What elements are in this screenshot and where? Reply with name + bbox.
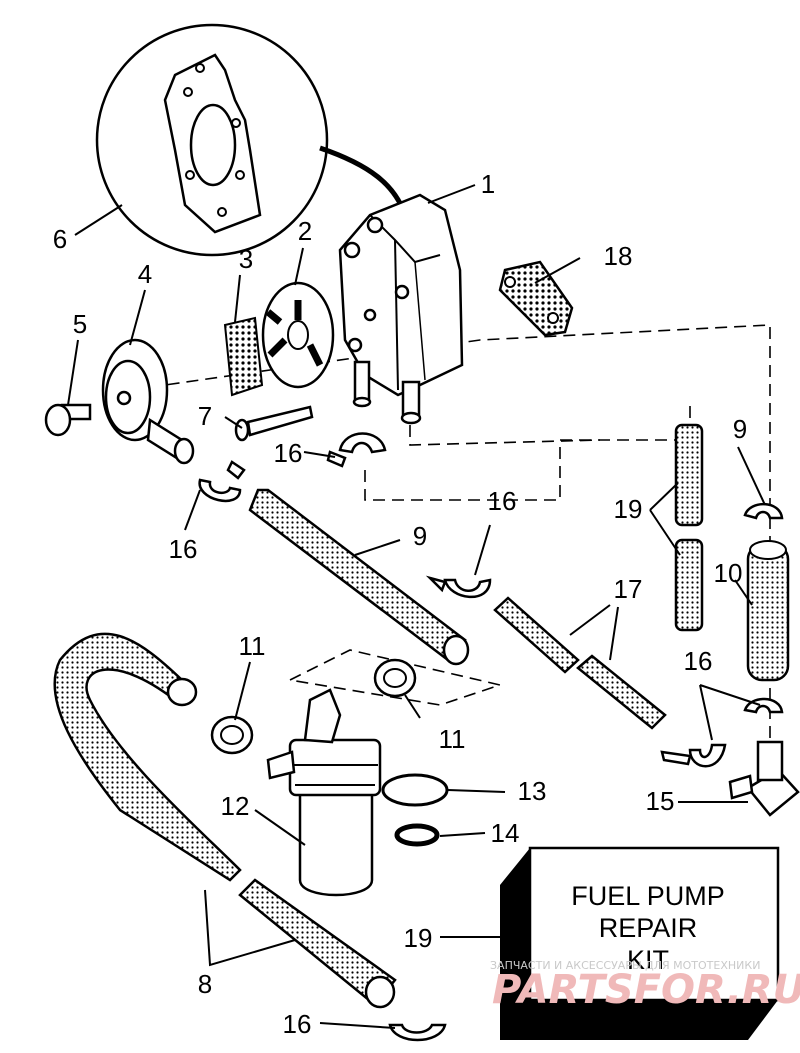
assembly-lines <box>129 324 771 750</box>
callout-16-bottom: 16 <box>283 1009 312 1039</box>
pump-filter-screen <box>223 316 264 397</box>
callout-19-hose: 19 <box>614 494 643 524</box>
kit-label-line2: REPAIR <box>599 913 698 943</box>
callout-11-left: 11 <box>239 631 266 661</box>
fuel-pump-repair-kit-box: FUEL PUMP REPAIR KIT <box>500 846 780 1040</box>
callout-11-right: 11 <box>439 724 466 754</box>
callout-14: 14 <box>491 818 520 848</box>
pump-cover <box>101 338 195 465</box>
callout-5: 5 <box>73 309 87 339</box>
fuel-elbow-fitting <box>728 740 800 817</box>
hose-clamps <box>198 432 784 1042</box>
watermark-tagline: ЗАПЧАСТИ И АКСЕССУАРЫ ДЛЯ МОТОТЕХНИКИ <box>490 959 760 972</box>
callout-7: 7 <box>198 401 212 431</box>
callout-16-right: 16 <box>684 646 713 676</box>
callout-3: 3 <box>239 244 253 274</box>
fuel-pump-body <box>338 193 464 425</box>
callout-8: 8 <box>198 969 212 999</box>
cover-screw <box>44 403 92 437</box>
fuel-hoses <box>53 423 790 1009</box>
callout-18: 18 <box>604 241 633 271</box>
callout-10: 10 <box>714 558 743 588</box>
watermark: ЗАПЧАСТИ И АКСЕССУАРЫ ДЛЯ МОТОТЕХНИКИ PA… <box>490 959 800 1013</box>
callout-19-kit: 19 <box>404 923 433 953</box>
leader-lines <box>67 184 766 1029</box>
callout-13: 13 <box>518 776 547 806</box>
gasket-detail-magnifier <box>95 23 408 257</box>
kit-label-line3: KIT <box>627 945 669 975</box>
callout-12: 12 <box>221 791 250 821</box>
callout-9-right: 9 <box>733 414 747 444</box>
callout-6: 6 <box>53 224 67 254</box>
callout-numbers: 1 2 3 4 5 6 7 8 9 9 10 11 11 12 13 14 15… <box>53 169 747 1039</box>
callout-9-long-hose: 9 <box>413 521 427 551</box>
callout-16-pump: 16 <box>274 438 303 468</box>
kit-label-line1: FUEL PUMP <box>571 881 725 911</box>
pump-mounting-bolt <box>234 405 314 442</box>
callout-16-cover: 16 <box>169 534 198 564</box>
callout-2: 2 <box>298 216 312 246</box>
callout-4: 4 <box>138 259 152 289</box>
filter-o-rings <box>381 773 449 847</box>
callout-17: 17 <box>614 574 643 604</box>
pump-mounting-gasket <box>498 260 574 337</box>
watermark-logo: PARTSFOR.RU <box>492 967 800 1013</box>
callout-1: 1 <box>481 169 495 199</box>
wire-hose-clamps <box>210 658 417 755</box>
fuel-filter-assembly <box>266 688 382 897</box>
pump-valve-plate <box>261 281 335 389</box>
callout-15: 15 <box>646 786 675 816</box>
callout-16-middle: 16 <box>488 486 517 516</box>
